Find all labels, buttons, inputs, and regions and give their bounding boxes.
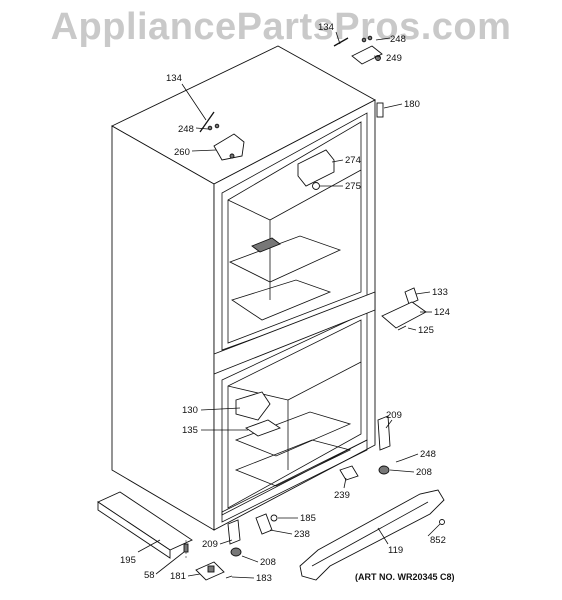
callout-852: 852 — [430, 535, 446, 546]
part-130 — [235, 391, 271, 421]
part-180 — [376, 102, 384, 118]
part-133 — [404, 287, 419, 305]
refrigerator-cabinet — [111, 45, 376, 531]
part-275 — [312, 182, 320, 190]
callout-208-left: 208 — [260, 557, 276, 568]
callout-209-right: 209 — [386, 410, 402, 421]
callout-181: 181 — [170, 571, 186, 582]
part-125 — [397, 325, 407, 331]
callout-248-right: 248 — [420, 449, 436, 460]
part-208-right — [378, 465, 390, 475]
part-248-right — [395, 459, 403, 463]
part-185 — [270, 514, 278, 522]
callout-labels: 134 248 249 180 134 248 260 274 275 133 … — [120, 22, 455, 584]
part-58 — [183, 543, 189, 553]
part-239 — [339, 465, 359, 481]
part-208-left — [230, 547, 242, 557]
callout-180: 180 — [404, 99, 420, 110]
part-249-hinge — [351, 45, 383, 65]
callout-248-top: 248 — [390, 34, 406, 45]
callout-238: 238 — [294, 529, 310, 540]
callout-209-left: 209 — [202, 539, 218, 550]
callout-119: 119 — [388, 545, 403, 556]
part-134-top — [333, 37, 349, 47]
watermark: AppliancePartsPros.com — [50, 6, 512, 48]
callout-249: 249 — [386, 53, 402, 64]
callout-135: 135 — [182, 425, 198, 436]
callout-248-left: 248 — [178, 124, 194, 135]
callout-134-top: 134 — [318, 22, 334, 33]
part-209-left — [227, 519, 241, 545]
callout-58: 58 — [144, 570, 155, 581]
callout-183: 183 — [256, 573, 272, 584]
leader-lines — [137, 31, 441, 579]
callout-260: 260 — [174, 147, 190, 158]
part-119 — [299, 489, 445, 581]
part-238 — [255, 513, 273, 535]
callout-275: 275 — [345, 181, 361, 192]
callout-239: 239 — [334, 490, 350, 501]
callout-124: 124 — [434, 307, 450, 318]
callout-133: 133 — [432, 287, 448, 298]
art-number: (ART NO. WR20345 C8) — [355, 572, 455, 582]
callout-134-left: 134 — [166, 73, 182, 84]
part-274 — [297, 149, 335, 187]
callout-195: 195 — [120, 555, 136, 566]
callout-185: 185 — [300, 513, 316, 524]
part-183 — [225, 575, 233, 579]
callout-130: 130 — [182, 405, 198, 416]
callout-125: 125 — [418, 325, 434, 336]
parts — [97, 35, 445, 581]
part-135 — [245, 419, 281, 437]
callout-208-right: 208 — [416, 467, 432, 478]
callout-274: 274 — [345, 155, 361, 166]
part-209-right — [377, 415, 391, 451]
part-260-hinge — [213, 133, 245, 161]
part-852 — [439, 519, 445, 525]
